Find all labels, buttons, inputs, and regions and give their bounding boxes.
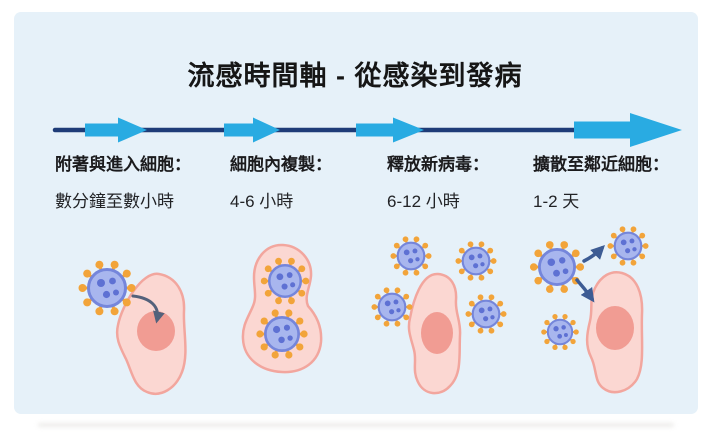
spread-arrow-icon [582, 245, 605, 263]
cell-nucleus [137, 311, 175, 351]
virus-particle-icon [528, 239, 586, 295]
stage-1-attachment: 附著與進入細胞： 數分鐘至數小時 [55, 150, 225, 212]
illustration-replication [241, 243, 323, 374]
spread-arrow-icon [575, 278, 595, 303]
illustration-release [370, 235, 508, 395]
stage-2-replication: 細胞內複製： 4-6 小時 [230, 150, 400, 212]
page-title: 流感時間軸 - 從感染到發病 [187, 61, 523, 91]
curved-entry-arrow-icon [131, 294, 165, 324]
virus-particle-icon [389, 235, 433, 277]
stage-4-spread: 擴散至鄰近細胞： 1-2 天 [533, 150, 703, 212]
stage-name-label: 附著與進入細胞： [55, 155, 191, 174]
stage-duration-label: 數分鐘至數小時 [55, 192, 174, 211]
virus-particle-icon [370, 286, 414, 328]
timeline-arrow-icon [574, 113, 682, 147]
stage-duration-label: 4-6 小時 [230, 192, 294, 211]
virus-particle-icon [454, 240, 498, 282]
stage-3-release: 釋放新病毒： 6-12 小時 [387, 150, 557, 212]
timeline-arrow-icon [356, 117, 424, 143]
timeline [52, 113, 682, 147]
host-cell-icon [241, 243, 323, 374]
cell-nucleus [596, 306, 634, 350]
virus-particle-icon [540, 312, 580, 352]
cell-nucleus [421, 312, 453, 354]
stage-duration-label: 1-2 天 [533, 192, 580, 211]
illustration-spread [528, 225, 650, 394]
virus-particle-icon [606, 225, 650, 267]
stage-name-label: 細胞內複製： [230, 155, 332, 174]
illustration-attachment [77, 259, 187, 395]
stage-duration-label: 6-12 小時 [387, 192, 460, 211]
stage-name-label: 擴散至鄰近細胞： [533, 155, 669, 174]
shadow-artifact [38, 423, 674, 427]
timeline-arrow-icon [224, 117, 280, 143]
stage-name-label: 釋放新病毒： [387, 155, 489, 174]
virus-particle-icon [464, 293, 508, 335]
timeline-arrow-icon [85, 117, 147, 143]
